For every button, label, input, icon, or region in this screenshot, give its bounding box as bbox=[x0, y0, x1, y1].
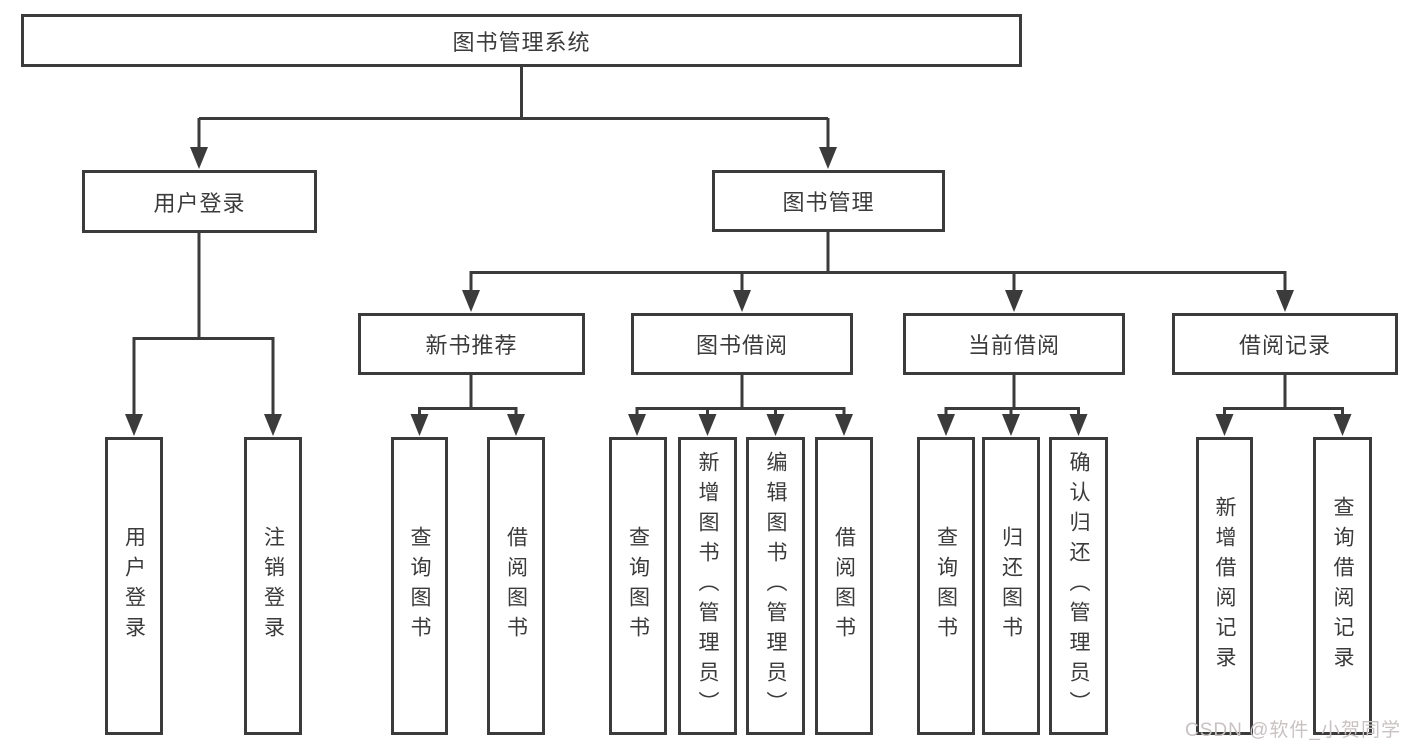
branch-book-management: 图书管理 bbox=[712, 170, 945, 232]
leaf-query-books-borrowing: 查询图书 bbox=[609, 437, 667, 735]
leaf-query-books-recommend: 查询图书 bbox=[391, 437, 448, 735]
leaf-query-books-current: 查询图书 bbox=[917, 437, 975, 735]
node-current-borrowing: 当前借阅 bbox=[903, 313, 1125, 375]
leaf-borrow-books-recommend: 借阅图书 bbox=[487, 437, 545, 735]
leaf-user-login: 用户登录 bbox=[105, 437, 163, 735]
arrowheads bbox=[125, 147, 1352, 436]
root-node-library-management-system: 图书管理系统 bbox=[21, 14, 1022, 67]
node-borrowing-records: 借阅记录 bbox=[1172, 313, 1398, 375]
leaf-add-borrowing-record: 新增借阅记录 bbox=[1196, 437, 1253, 735]
leaf-add-books-admin: 新增图书（管理员） bbox=[678, 437, 737, 735]
leaf-return-books: 归还图书 bbox=[982, 437, 1040, 735]
leaf-edit-books-admin: 编辑图书（管理员） bbox=[746, 437, 805, 735]
leaf-query-borrowing-record: 查询借阅记录 bbox=[1313, 437, 1372, 735]
leaf-borrow-books-borrowing: 借阅图书 bbox=[815, 437, 873, 735]
csdn-watermark: CSDN @软件_小贺同学 bbox=[1185, 720, 1401, 741]
branch-user-login: 用户登录 bbox=[82, 170, 317, 233]
node-book-borrowing: 图书借阅 bbox=[631, 313, 853, 375]
leaf-confirm-return-admin: 确认归还（管理员） bbox=[1049, 437, 1108, 735]
node-new-book-recommendation: 新书推荐 bbox=[358, 313, 585, 375]
leaf-logout-login: 注销登录 bbox=[244, 437, 302, 735]
